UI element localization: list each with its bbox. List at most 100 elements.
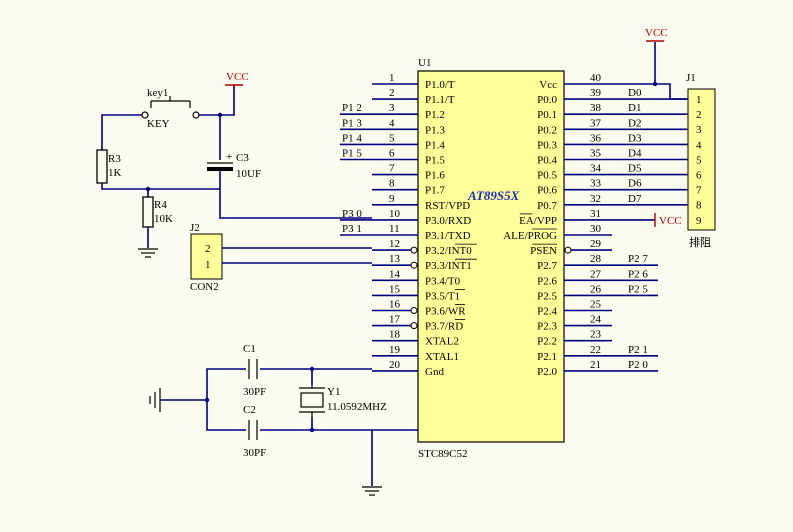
j1-pin-number: 8 [696,200,702,212]
c1-ref: C1 [243,343,256,355]
capacitor-c2[interactable] [246,420,260,440]
capacitor-c1[interactable] [246,359,260,379]
pin-name: P2.5 [537,290,557,302]
chip-name: AT89S5X [467,188,520,203]
capacitor-c3[interactable] [207,162,233,171]
right-pin-group: 40Vcc39P0.0D038P0.1D137P0.2D236P0.3D335P… [503,72,688,378]
pin-number: 19 [389,344,401,356]
pin-number: 18 [389,329,401,341]
j1-pin-number: 7 [696,185,702,197]
pin-name: P2.1 [537,351,557,363]
pin-name: P0.4 [537,155,557,167]
j2-pin: 2 [205,243,211,255]
pin-name: EA/VPP [519,215,557,227]
net-label: P2 1 [628,344,648,356]
j2-name: CON2 [190,281,219,293]
net-label: P1 4 [342,132,362,144]
vcc-label-top: VCC [645,27,668,39]
net-label: P2 5 [628,283,648,295]
j2-ref: J2 [190,222,200,234]
net-label: D5 [628,163,642,175]
r3-value: 1K [108,167,122,179]
pin-number: 20 [389,359,401,371]
pin-number: 23 [590,329,602,341]
pin-name: P3.5/T1 [425,290,460,302]
mcu-chip[interactable] [417,70,565,443]
pin-number: 29 [590,238,602,250]
ground-symbol-osc [149,388,161,412]
pin-name: P1.3 [425,124,445,136]
j1-pin-number: 4 [696,139,702,151]
net-label: VCC [659,215,682,227]
pin-number: 7 [389,163,395,175]
j1-pin-number: 2 [696,109,702,121]
resistor-r4[interactable] [142,196,154,228]
net-label: D1 [628,102,641,114]
net-label: P2 6 [628,268,648,280]
pin-name: Gnd [425,366,444,378]
pin-number: 3 [389,102,395,114]
net-label: D2 [628,117,641,129]
net-label: D0 [628,87,642,99]
r4-value: 10K [154,213,173,225]
pin-number: 31 [590,208,601,220]
pin-name: P1.5 [425,155,445,167]
resistor-r3[interactable] [96,149,108,184]
connector-j2[interactable] [190,233,223,280]
key-switch[interactable] [141,96,200,119]
vcc-label-key: VCC [226,71,249,83]
j1-pin-number: 6 [696,170,702,182]
inversion-bubble [410,307,418,314]
pin-name: XTAL1 [425,351,459,363]
pin-name: P1.2 [425,109,445,121]
chip-ref: U1 [418,57,431,69]
inversion-bubble [410,246,418,254]
pin-name: P1.6 [425,170,445,182]
pin-name: P3.3/INT1 [425,260,472,272]
junction [204,397,210,403]
j2-pin: 1 [205,259,211,271]
j1-pin-number: 5 [696,154,702,166]
pin-name: P3.2/INT0 [425,245,472,257]
pin-number: 1 [389,72,395,84]
pin-number: 10 [389,208,401,220]
pin-number: 36 [590,132,602,144]
pin-number: 35 [590,148,602,160]
pin-number: 15 [389,283,401,295]
pin-name: P0.6 [537,185,557,197]
net-label: D7 [628,193,642,205]
pin-number: 37 [590,117,602,129]
pin-name: P0.7 [537,200,557,212]
pin-name: ALE/PROG [503,230,557,242]
pin-name: PSEN [530,245,557,257]
net-label: P1 5 [342,148,362,160]
pin-name: Vcc [539,79,557,91]
reset-circuit: key1 KEY VCC + C3 10UF R3 1K R4 10K [96,71,372,258]
junction [217,112,223,118]
pin-number: 34 [590,163,602,175]
pin-name: P0.1 [537,109,557,121]
c1-value: 30PF [243,386,266,398]
pin-number: 26 [590,283,602,295]
pin-name: XTAL2 [425,336,459,348]
net-label: P2 0 [628,359,648,371]
c2-value: 30PF [243,447,266,459]
pin-name: P0.5 [537,170,557,182]
pin-name: P1.7 [425,185,445,197]
pin-number: 13 [389,253,401,265]
resistor-network-j1[interactable] [687,88,716,231]
crystal-y1[interactable] [299,385,325,417]
pin-number: 21 [590,359,601,371]
r4-ref: R4 [154,199,167,211]
j1-pin-number: 1 [696,94,702,106]
pin-name: P3.6/WR [425,306,466,318]
pin-number: 9 [389,193,395,205]
ground-symbol-r4 [138,248,158,258]
pin-name: P2.3 [537,321,557,333]
inversion-bubble [410,261,418,269]
pin-number: 14 [389,268,401,280]
pin-name: P3.7/RD [425,321,463,333]
pin-name: P0.0 [537,94,557,106]
